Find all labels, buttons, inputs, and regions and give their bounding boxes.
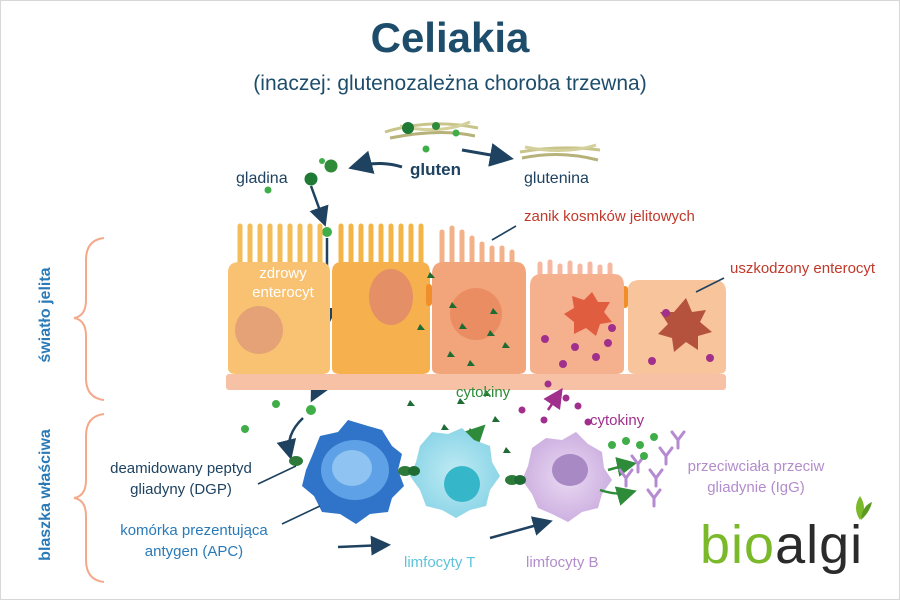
arrow-to-gladina — [348, 150, 403, 174]
leader-dgp — [257, 465, 297, 485]
label-dgp: deamidowany peptyd gliadyny (DGP) — [110, 460, 252, 498]
gladina-particles — [264, 158, 338, 194]
gliadin-particle — [322, 227, 332, 237]
antibodies — [618, 430, 686, 508]
enterocyte-damaged-1 — [530, 259, 624, 374]
leader-apc — [281, 505, 321, 525]
page-title: Celiakia — [370, 14, 530, 61]
arrow-antibodies-1 — [599, 486, 637, 506]
brace-lumen — [73, 237, 105, 401]
page-subtitle: (inaczej: glutenozależna choroba trzewna… — [253, 72, 647, 95]
label-healthy-enterocyte: zdrowy enterocyt — [252, 265, 314, 301]
label-glutenina: glutenina — [524, 170, 589, 187]
side-label-lamina: blaszka właściwa — [37, 429, 54, 561]
bioalgi-logo: bioalgi — [700, 514, 863, 576]
logo-bio: bio — [700, 515, 776, 575]
label-damaged-enterocyte: uszkodzony enterocyt — [730, 260, 876, 277]
apc-cell — [302, 420, 404, 524]
cytokine-dots — [518, 309, 714, 426]
label-antibodies: przeciwciała przeciw gliadynie (IgG) — [687, 458, 825, 496]
label-t-cells: limfocyty T — [404, 554, 476, 571]
side-label-lumen: światło jelita — [37, 267, 54, 363]
gliadin-particle-4 — [272, 400, 280, 408]
arrow-antibodies-2 — [607, 457, 637, 477]
enterocyte-healthy-2 — [332, 223, 430, 374]
arrow-apc-to-t — [337, 535, 391, 556]
arrow-gliadin-entry — [309, 185, 329, 227]
leader-villi-atrophy — [491, 225, 517, 241]
gluten-fibers — [384, 120, 479, 153]
b-cell — [522, 432, 612, 522]
brace-lamina — [73, 413, 105, 583]
enterocyte-healthy-1 — [228, 223, 330, 374]
enterocyte-damaged-2 — [628, 280, 726, 374]
label-cytokines-b: cytokiny — [590, 412, 645, 429]
label-gluten: gluten — [410, 160, 461, 179]
arrow-t-to-b — [489, 516, 553, 540]
arrow-to-glutenina — [461, 143, 514, 167]
label-cytokines-t: cytokiny — [456, 384, 511, 401]
arrow-to-apc — [276, 417, 304, 460]
antibody-gliadin-dots — [608, 433, 658, 460]
gliadin-particle-5 — [241, 425, 249, 433]
logo-algi: algi — [775, 515, 864, 575]
basement-membrane — [226, 374, 726, 390]
label-apc: komórka prezentująca antygen (APC) — [120, 522, 268, 560]
label-villi-atrophy: zanik kosmków jelitowych — [524, 208, 695, 225]
gliadin-particle-3 — [306, 405, 316, 415]
enterocyte-villi-atrophy — [432, 225, 526, 374]
tight-junction-1 — [426, 284, 432, 306]
glutenina-fibers — [519, 143, 601, 162]
cell-connectors — [289, 456, 526, 485]
label-b-cells: limfocyty B — [526, 554, 599, 571]
t-cell — [410, 428, 500, 518]
leader-damaged — [695, 277, 725, 293]
arrow-b-cytokines — [543, 387, 563, 411]
label-gladina: gladina — [236, 170, 288, 187]
